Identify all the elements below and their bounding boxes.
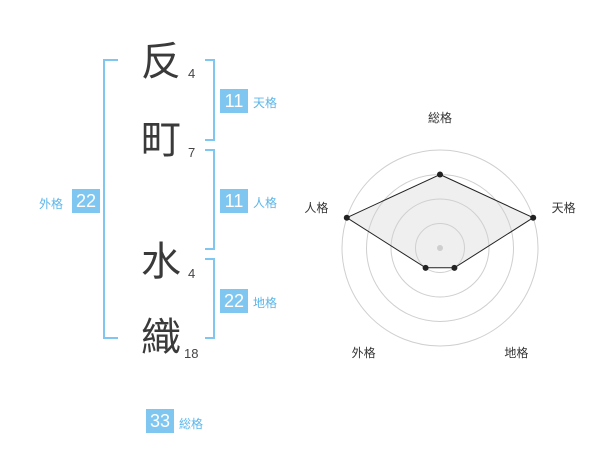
jinkaku-bracket	[205, 149, 215, 250]
gaikaku-label: 外格	[39, 197, 64, 211]
radar-axis-label-2: 地格	[504, 345, 528, 360]
radar-axis-label-0: 総格	[428, 110, 452, 125]
name-char-4: 織	[141, 315, 181, 361]
gaikaku-value: 22	[72, 189, 100, 213]
name-char-3: 水	[141, 239, 181, 285]
radar-point-0	[437, 171, 443, 178]
radar-ring-4	[341, 149, 539, 347]
name-char-2: 町	[141, 117, 181, 163]
chikaku-value: 22	[220, 289, 248, 313]
radar-point-4	[343, 214, 350, 221]
radar-point-1	[530, 214, 537, 221]
tenkaku-label: 天格	[253, 96, 278, 110]
jinkaku-label: 人格	[253, 196, 278, 210]
radar-point-2	[451, 264, 458, 271]
tenkaku-value: 11	[220, 89, 248, 113]
radar-axis-label-1: 天格	[552, 200, 576, 215]
gaikaku-bracket	[103, 59, 118, 339]
radar-ring-1	[415, 223, 465, 273]
stroke-count-3: 4	[188, 266, 196, 281]
chikaku-bracket	[205, 258, 215, 339]
stroke-count-4: 18	[184, 346, 199, 361]
radar-axis-label-3: 外格	[352, 345, 376, 360]
tenkaku-bracket	[205, 59, 215, 141]
radar-point-3	[422, 264, 429, 271]
soukaku-label: 総格	[179, 417, 204, 431]
jinkaku-value: 11	[220, 189, 248, 213]
radar-axis-label-4: 人格	[304, 200, 328, 215]
stroke-count-1: 4	[188, 66, 196, 81]
soukaku-value: 33	[146, 409, 174, 433]
radar-center-dot	[437, 245, 443, 251]
stroke-count-2: 7	[188, 145, 196, 160]
radar-ring-2	[390, 198, 490, 298]
name-char-1: 反	[141, 39, 181, 85]
radar-value-polygon	[345, 173, 535, 269]
chikaku-label: 地格	[253, 296, 278, 310]
